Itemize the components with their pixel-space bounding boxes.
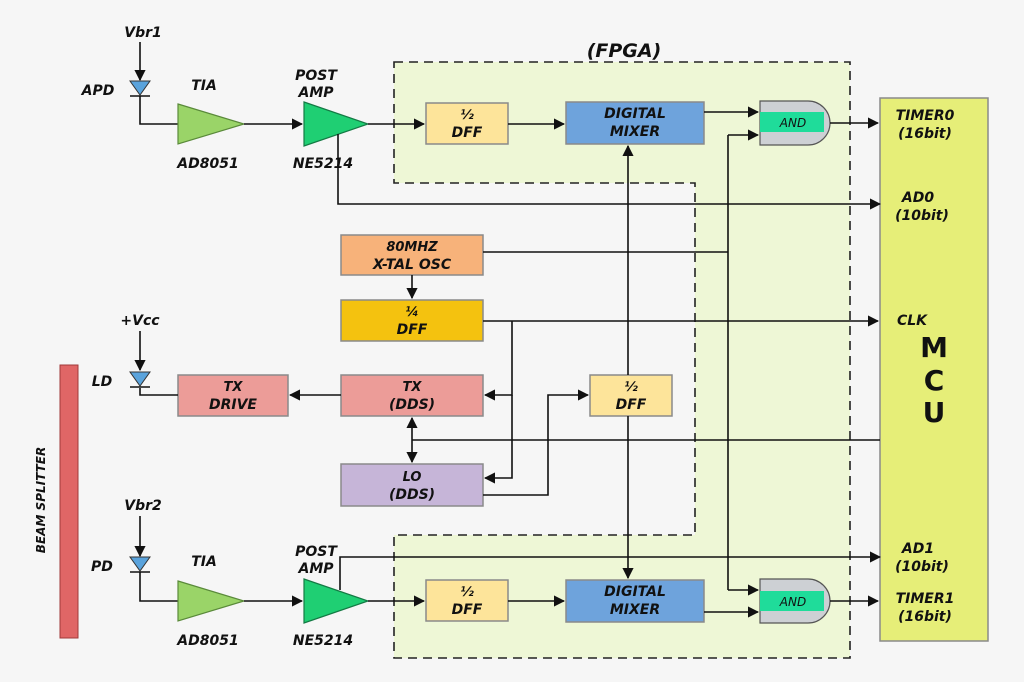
post-amp-top-label-2: AMP	[297, 85, 334, 101]
post-amp-bottom-part: NE5214	[293, 633, 353, 649]
post-amp-top-label-1: POST	[295, 68, 338, 84]
tia-bottom-part: AD8051	[176, 633, 238, 649]
port-clk-label: CLK	[897, 313, 928, 329]
post-amp-bottom-label-2: AMP	[297, 561, 334, 577]
mcu-letter-m: M	[920, 331, 948, 364]
vbr1-label: Vbr1	[124, 25, 162, 41]
beam-splitter-label: BEAM SPLITTER	[34, 447, 48, 553]
tia-top-label: TIA	[191, 78, 217, 94]
quarter-dff-label-1: ¼	[405, 305, 418, 320]
half-dff-mid-label-1: ½	[624, 380, 638, 395]
port-timer0-width: (16bit)	[898, 126, 952, 142]
post-amp-top-part: NE5214	[293, 156, 353, 172]
half-dff-mid-label-2: DFF	[616, 397, 647, 413]
post-amp-bottom-icon	[303, 578, 370, 624]
lo-dds-label-2: (DDS)	[389, 487, 435, 503]
quarter-dff	[340, 299, 484, 342]
tia-bottom-amp-icon	[177, 580, 247, 622]
port-timer0-label: TIMER0	[896, 108, 955, 124]
digital-mixer-top	[565, 101, 705, 145]
digital-mixer-top-label-2: MIXER	[610, 124, 660, 140]
and-gate-top-tag	[760, 112, 824, 132]
tx-dds-label-2: (DDS)	[389, 397, 435, 413]
quarter-dff-label-2: DFF	[397, 322, 428, 338]
tia-top-amp-icon	[177, 103, 247, 145]
fpga-region	[394, 62, 850, 658]
osc-block	[340, 234, 484, 276]
digital-mixer-bottom-label-1: DIGITAL	[604, 584, 666, 600]
half-dff-mid	[589, 374, 673, 417]
digital-mixer-bottom-label-2: MIXER	[610, 602, 660, 618]
fpga-label: (FPGA)	[587, 40, 662, 62]
digital-mixer-bottom	[565, 579, 705, 623]
half-dff-top-label-1: ½	[460, 108, 474, 123]
tx-dds	[340, 374, 484, 417]
port-timer1-label: TIMER1	[896, 591, 955, 607]
vbr2-label: Vbr2	[124, 498, 162, 514]
osc-label-1: 80MHZ	[386, 240, 438, 255]
and-gate-bottom-label: AND	[779, 595, 806, 609]
port-ad0-width: (10bit)	[895, 208, 949, 224]
tia-bottom-label: TIA	[191, 554, 217, 570]
ld-label: LD	[92, 374, 113, 390]
tx-drive-label-2: DRIVE	[209, 397, 257, 413]
and-gate-bottom-tag	[760, 591, 824, 611]
tx-dds-label-1: TX	[403, 380, 423, 395]
port-ad1-label: AD1	[901, 541, 934, 557]
lo-dds-label-1: LO	[403, 470, 422, 485]
mcu-block	[879, 97, 989, 642]
tx-drive-label-1: TX	[224, 380, 244, 395]
mcu-letter-u: U	[923, 396, 946, 429]
digital-mixer-top-label-1: DIGITAL	[604, 106, 666, 122]
tia-top-part: AD8051	[176, 156, 238, 172]
and-gate-top-label: AND	[779, 116, 806, 130]
half-dff-top	[425, 102, 509, 145]
lo-dds	[340, 463, 484, 507]
port-ad0-label: AD0	[901, 190, 934, 206]
pd-label: PD	[91, 559, 113, 575]
post-amp-bottom-label-1: POST	[295, 544, 338, 560]
port-ad1-width: (10bit)	[895, 559, 949, 575]
half-dff-bottom-label-2: DFF	[452, 602, 483, 618]
vcc-label: +Vcc	[120, 313, 160, 329]
ld-diode-icon	[129, 371, 151, 387]
beam-splitter	[59, 364, 79, 639]
port-timer1-width: (16bit)	[898, 609, 952, 625]
pd-diode-icon	[129, 556, 151, 572]
apd-diode-icon	[129, 80, 151, 96]
half-dff-bottom-label-1: ½	[460, 585, 474, 600]
post-amp-top-icon	[303, 101, 370, 147]
half-dff-bottom	[425, 579, 509, 622]
apd-label: APD	[81, 83, 115, 99]
half-dff-top-label-2: DFF	[452, 125, 483, 141]
osc-label-2: X-TAL OSC	[372, 257, 452, 273]
mcu-letter-c: C	[924, 364, 945, 397]
